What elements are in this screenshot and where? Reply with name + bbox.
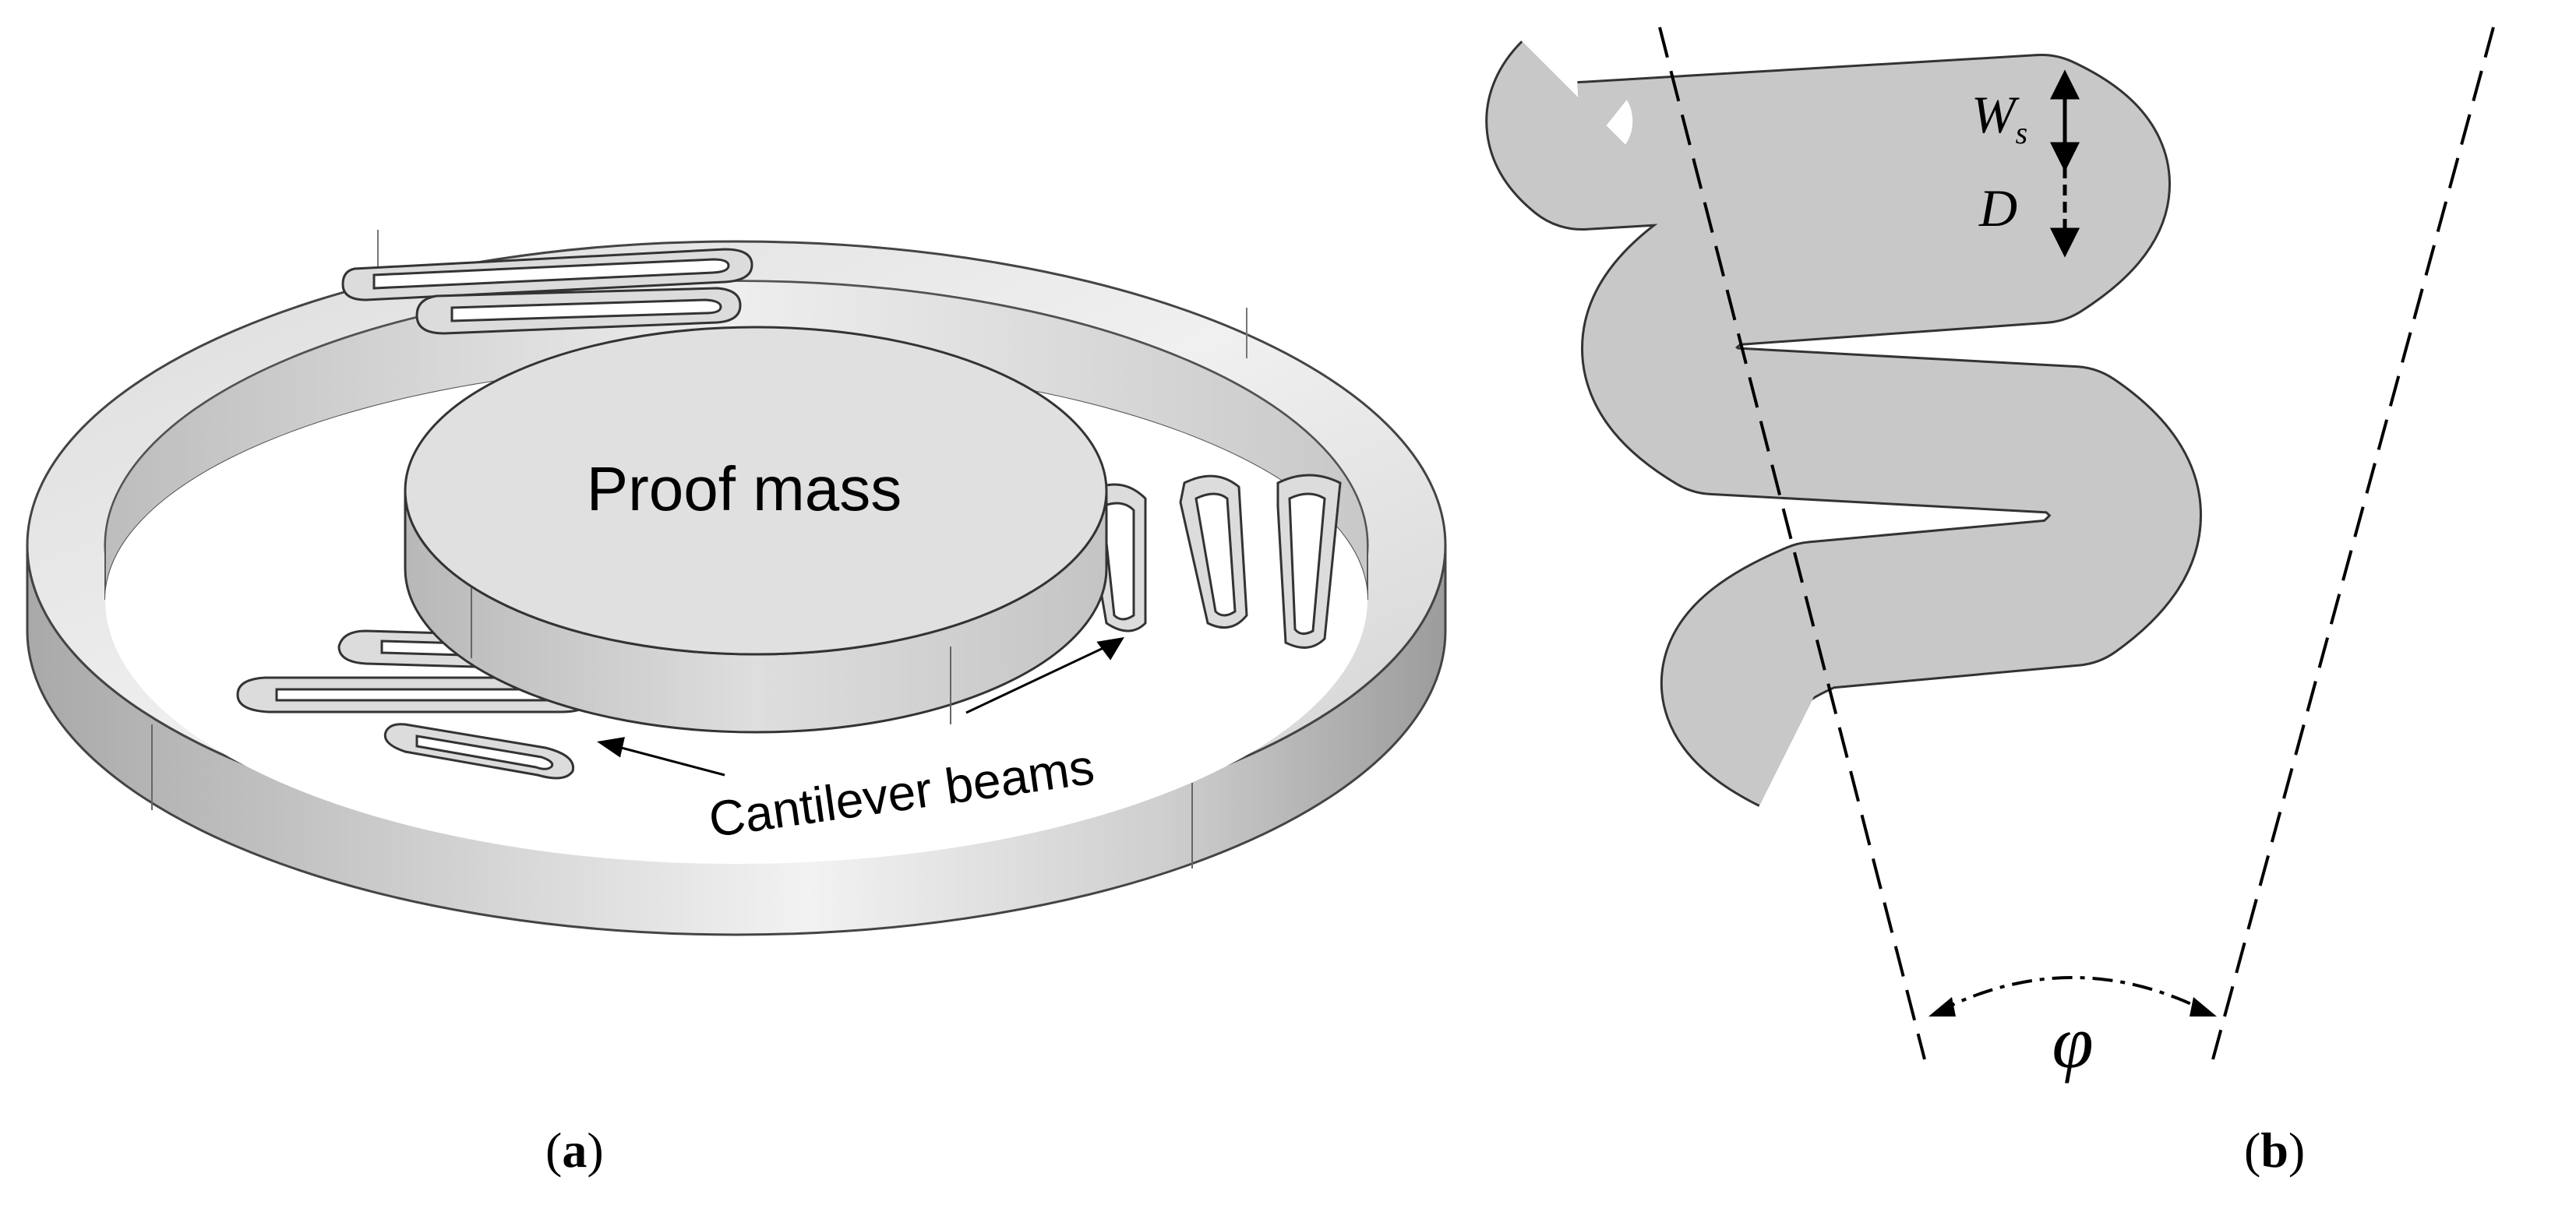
proof-mass-label: Proof mass [587,454,902,523]
caption-a: (a) [545,1122,604,1178]
width-subscript: s [2016,115,2028,150]
gap-symbol: D [1978,178,2017,238]
angle-arc [1936,976,2210,1014]
angle-guide-lines [1658,26,2495,1060]
proof-mass-top [404,326,1108,656]
cantilever-beam-top [341,248,753,335]
panel-b: Ws D φ [1485,26,2495,1083]
dimension-d [2049,167,2080,258]
caption-b: (b) [2244,1122,2306,1178]
annotation-arrows [597,636,1124,777]
serpentine-spring [1487,42,2200,805]
panel-a: Proof mass Cantilever beams [26,230,1447,936]
angle-arrowhead-right [2190,997,2217,1016]
angle-symbol: φ [2052,1000,2093,1083]
angle-arrowhead-left [1928,997,1956,1016]
cantilever-beam-right [1085,474,1342,649]
dimension-ws [2049,69,2080,172]
width-symbol: Ws [1971,85,2027,150]
